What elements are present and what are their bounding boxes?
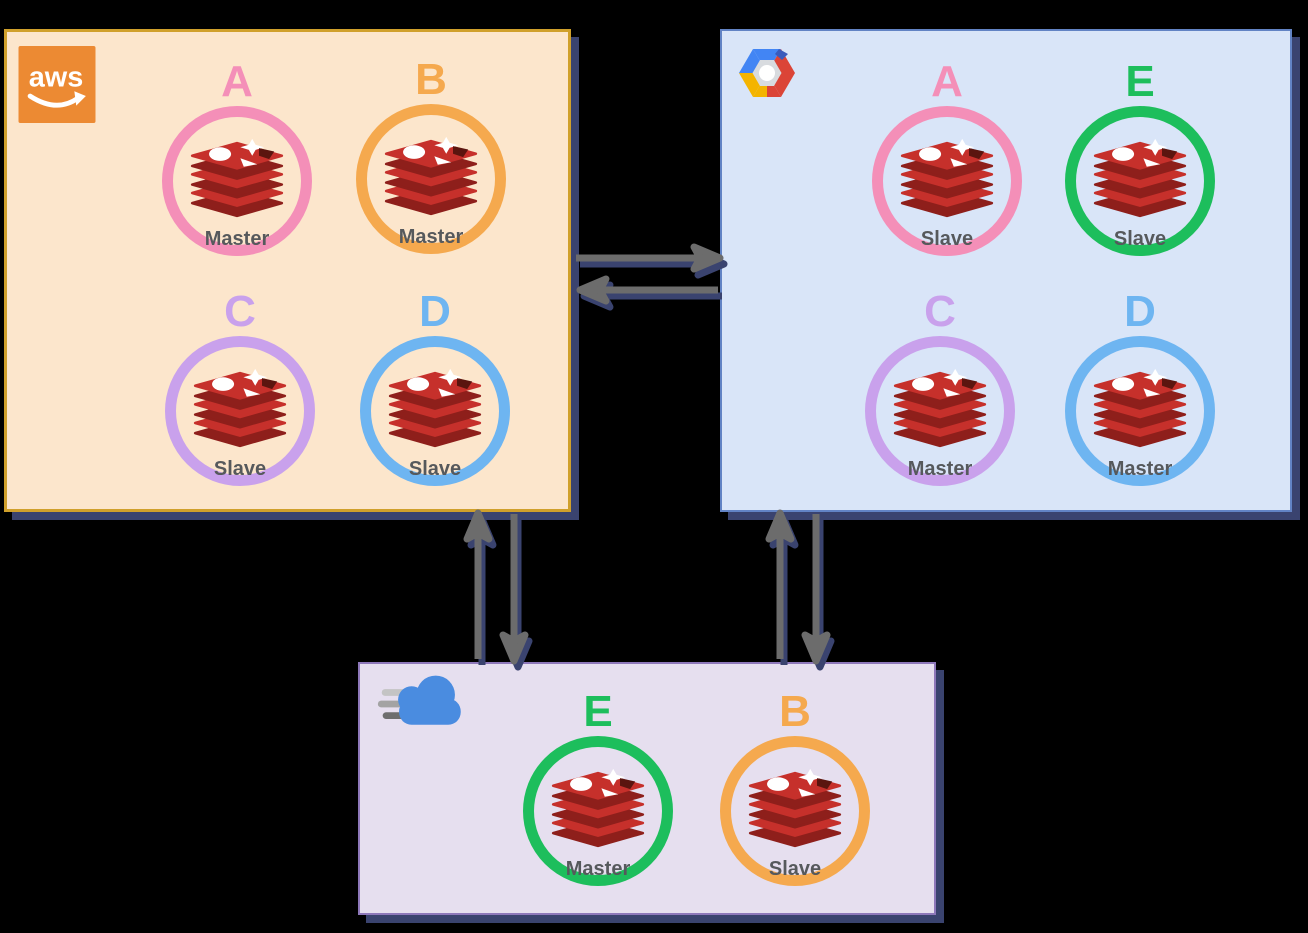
node-letter: A	[931, 57, 963, 106]
node-ring: Slave	[1065, 106, 1215, 256]
arrow-cloud-to-aws	[467, 513, 489, 659]
arrow-gcp-to-aws	[580, 279, 718, 301]
arrow-cloud-to-gcp	[769, 513, 791, 659]
aws-logo-text: aws	[29, 61, 84, 93]
node-letter: B	[779, 687, 811, 736]
node-letter: D	[1124, 287, 1156, 336]
node-ring: Slave	[165, 336, 315, 486]
redis-node-aws-d: D Slave	[360, 289, 510, 486]
node-ring: Master	[356, 104, 506, 254]
redis-icon	[547, 768, 649, 856]
node-ring: Master	[523, 736, 673, 886]
node-letter: D	[419, 287, 451, 336]
redis-node-gcp-a: A Slave	[872, 59, 1022, 256]
redis-icon	[1089, 138, 1191, 226]
redis-node-gcp-d: D Master	[1065, 289, 1215, 486]
node-ring: Master	[865, 336, 1015, 486]
node-role-label: Slave	[1113, 228, 1167, 250]
redis-icon	[889, 368, 991, 456]
node-role-label: Slave	[213, 458, 267, 480]
redis-node-aws-b: B Master	[356, 57, 506, 254]
node-role-label: Slave	[408, 458, 462, 480]
redis-node-aws-a: A Master	[162, 59, 312, 256]
google-cloud-logo-icon	[739, 49, 795, 97]
node-letter: B	[415, 55, 447, 104]
redis-node-cloud-b: B Slave	[720, 689, 870, 886]
redis-icon	[896, 138, 998, 226]
redis-node-gcp-e: E Slave	[1065, 59, 1215, 256]
redis-icon	[384, 368, 486, 456]
node-letter: E	[583, 687, 613, 736]
node-role-label: Master	[398, 226, 464, 248]
node-letter: C	[924, 287, 956, 336]
redis-node-gcp-c: C Master	[865, 289, 1015, 486]
node-role-label: Master	[1107, 458, 1173, 480]
node-ring: Slave	[720, 736, 870, 886]
redis-icon	[1089, 368, 1191, 456]
redis-icon	[744, 768, 846, 856]
redis-icon	[186, 138, 288, 226]
node-ring: Slave	[360, 336, 510, 486]
redis-icon	[189, 368, 291, 456]
aws-logo-icon: aws	[18, 46, 96, 123]
node-letter: C	[224, 287, 256, 336]
node-role-label: Slave	[768, 858, 822, 880]
node-letter: A	[221, 57, 253, 106]
fast-cloud-icon	[377, 675, 461, 725]
arrow-aws-to-gcp	[576, 247, 720, 269]
arrow-gcp-to-cloud	[805, 514, 827, 661]
arrow-aws-to-cloud	[503, 514, 525, 661]
redis-node-cloud-e: E Master	[523, 689, 673, 886]
node-role-label: Slave	[920, 228, 974, 250]
node-ring: Master	[1065, 336, 1215, 486]
node-role-label: Master	[565, 858, 631, 880]
redis-node-aws-c: C Slave	[165, 289, 315, 486]
node-role-label: Master	[204, 228, 270, 250]
node-letter: E	[1125, 57, 1155, 106]
redis-icon	[380, 136, 482, 224]
node-ring: Slave	[872, 106, 1022, 256]
node-role-label: Master	[907, 458, 973, 480]
node-ring: Master	[162, 106, 312, 256]
